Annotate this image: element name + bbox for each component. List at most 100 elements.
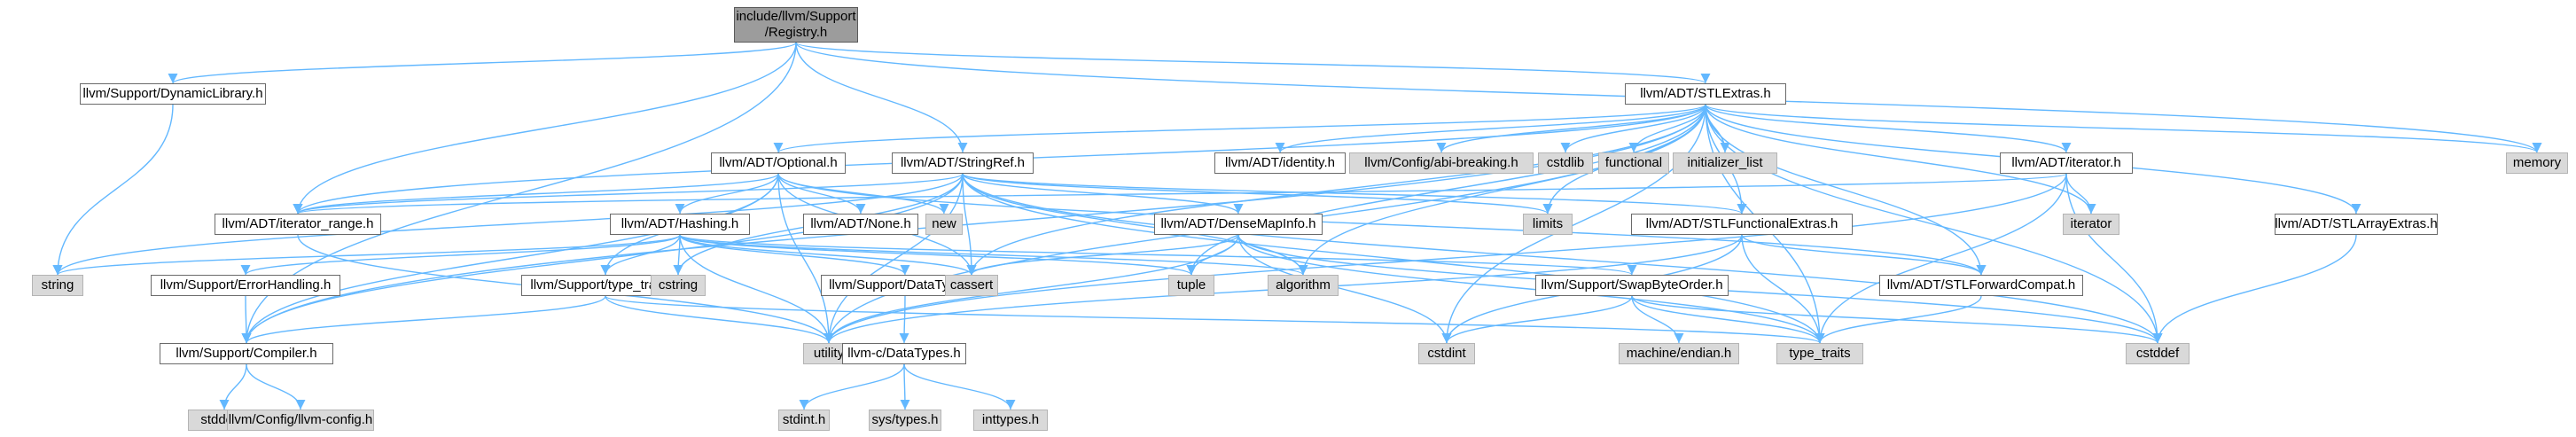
node-none[interactable]: llvm/ADT/None.h	[803, 214, 918, 235]
edge-registry-to-dynlib	[168, 42, 797, 84]
edge-dynlib-to-string	[52, 104, 174, 276]
edge-iterator_h-to-iterrange	[293, 173, 2067, 215]
edge-cdatatypes-to-systypes	[900, 363, 910, 410]
edge-hashing-to-utility	[679, 234, 834, 344]
node-stlfwd[interactable]: llvm/ADT/STLForwardCompat.h	[1879, 275, 2083, 296]
edge-iterator_h-to-typetraits	[1815, 173, 2067, 344]
node-hashing[interactable]: llvm/ADT/Hashing.h	[610, 214, 750, 235]
edge-stringref-to-limits	[962, 173, 1553, 215]
edge-hashing-to-cassert	[679, 234, 977, 276]
edge-iterator_h-to-utility	[824, 173, 2067, 344]
edge-stringref-to-densemapinfo	[962, 173, 1244, 215]
node-new[interactable]: new	[925, 214, 963, 235]
edge-datatypes-to-cdatatypes	[899, 295, 909, 344]
edge-typetraits_h-to-typetraits	[605, 295, 1825, 344]
node-stdint[interactable]: stdint.h	[778, 410, 830, 431]
edge-densemapinfo-to-typetraits	[1237, 234, 1825, 344]
edge-cdatatypes-to-stdint	[799, 363, 905, 410]
node-initlist[interactable]: initializer_list	[1673, 152, 1777, 174]
edge-stlarray-to-cstddef	[2152, 234, 2357, 344]
node-dynlib[interactable]: llvm/Support/DynamicLibrary.h	[80, 83, 266, 105]
node-typetraits[interactable]: type_traits	[1776, 343, 1863, 364]
edge-stlfunc-to-stlfwd	[1741, 234, 1987, 276]
edge-stlextras-to-iterator	[1705, 104, 2096, 215]
edge-stlextras-to-cstddef	[1705, 104, 2163, 344]
node-registry[interactable]: include/llvm/Support /Registry.h	[734, 7, 858, 43]
node-identity[interactable]: llvm/ADT/identity.h	[1214, 152, 1346, 174]
node-tuple[interactable]: tuple	[1168, 275, 1214, 296]
edge-optional-to-new	[777, 173, 949, 215]
node-compiler[interactable]: llvm/Support/Compiler.h	[160, 343, 333, 364]
edge-stringref-to-compiler	[241, 173, 964, 344]
edge-registry-to-stlextras	[795, 42, 1711, 84]
node-cassert[interactable]: cassert	[945, 275, 998, 296]
edge-densemapinfo-to-utility	[824, 234, 1239, 344]
node-abibreaking[interactable]: llvm/Config/abi-breaking.h	[1349, 152, 1534, 174]
node-cstdlib[interactable]: cstdlib	[1538, 152, 1593, 174]
edge-hashing-to-datatypes	[679, 234, 910, 276]
edge-hashing-to-swapbyte	[679, 234, 1637, 276]
edge-stlextras-to-memory	[1705, 104, 2542, 153]
edge-stringref-to-stlfunc	[962, 173, 1747, 215]
node-cstring[interactable]: cstring	[651, 275, 706, 296]
edge-compiler-to-llvmconfig	[246, 363, 306, 410]
edge-stringref-to-cassert	[962, 173, 977, 276]
edge-compiler-to-stddef	[219, 363, 247, 410]
node-densemapinfo[interactable]: llvm/ADT/DenseMapInfo.h	[1154, 214, 1323, 235]
edge-registry-to-iterrange	[293, 42, 797, 215]
edge-stringref-to-algorithm	[962, 173, 1308, 276]
edge-stlfunc-to-typetraits	[1741, 234, 1825, 344]
node-iterator[interactable]: iterator	[2063, 214, 2119, 235]
edge-stlextras-to-compiler	[241, 104, 1706, 344]
node-cstdint[interactable]: cstdint	[1418, 343, 1475, 364]
node-stlextras[interactable]: llvm/ADT/STLExtras.h	[1625, 83, 1786, 105]
node-llvmconfig[interactable]: llvm/Config/llvm-config.h	[227, 410, 374, 431]
edge-stlextras-to-stlfwd	[1705, 104, 1987, 276]
edge-stlextras-to-iterator_h	[1705, 104, 2072, 153]
edge-swapbyte-to-typetraits	[1631, 295, 1825, 344]
edge-stringref-to-iterrange	[293, 173, 964, 215]
node-cdatatypes[interactable]: llvm-c/DataTypes.h	[842, 343, 966, 364]
edge-hashing-to-typetraits_h	[600, 234, 681, 276]
edge-iterator_h-to-cstddef	[2065, 173, 2163, 344]
node-cstddef[interactable]: cstddef	[2126, 343, 2190, 364]
node-iterator_h[interactable]: llvm/ADT/iterator.h	[2000, 152, 2133, 174]
node-stringref[interactable]: llvm/ADT/StringRef.h	[892, 152, 1034, 174]
edge-swapbyte-to-machendian	[1631, 295, 1684, 344]
edge-stringref-to-string	[52, 173, 964, 276]
node-memory[interactable]: memory	[2506, 152, 2568, 174]
node-systypes[interactable]: sys/types.h	[869, 410, 941, 431]
edge-cdatatypes-to-inttypes	[903, 363, 1016, 410]
node-string[interactable]: string	[32, 275, 83, 296]
edge-hashing-to-string	[52, 234, 681, 276]
edge-stlfwd-to-typetraits	[1815, 295, 1982, 344]
edge-typetraits_h-to-compiler	[241, 295, 606, 344]
node-machendian[interactable]: machine/endian.h	[1619, 343, 1739, 364]
edge-swapbyte-to-cstdint	[1441, 295, 1633, 344]
edge-optional-to-iterrange	[293, 173, 779, 215]
edge-stlextras-to-optional	[773, 104, 1706, 153]
node-stlarray[interactable]: llvm/ADT/STLArrayExtras.h	[2275, 214, 2438, 235]
edge-stlextras-to-cassert	[966, 104, 1706, 276]
edge-hashing-to-algorithm	[679, 234, 1308, 276]
edge-optional-to-none	[777, 173, 866, 215]
node-functional[interactable]: functional	[1598, 152, 1669, 174]
node-limits[interactable]: limits	[1523, 214, 1573, 235]
node-stlfunc[interactable]: llvm/ADT/STLFunctionalExtras.h	[1631, 214, 1853, 235]
node-iterrange[interactable]: llvm/ADT/iterator_range.h	[215, 214, 381, 235]
edge-stlextras-to-cstdint	[1441, 104, 1706, 344]
edge-hashing-to-errhandling	[240, 234, 681, 276]
node-inttypes[interactable]: inttypes.h	[973, 410, 1048, 431]
edge-swapbyte-to-cstddef	[1631, 295, 2163, 344]
node-optional[interactable]: llvm/ADT/Optional.h	[711, 152, 846, 174]
edge-stlextras-to-identity	[1275, 104, 1706, 153]
edge-typetraits_h-to-utility	[605, 295, 834, 344]
edge-optional-to-stlfwd	[777, 173, 1987, 276]
node-errhandling[interactable]: llvm/Support/ErrorHandling.h	[151, 275, 340, 296]
edge-optional-to-utility	[777, 173, 834, 344]
node-swapbyte[interactable]: llvm/Support/SwapByteOrder.h	[1535, 275, 1729, 296]
edge-stlextras-to-cstdlib	[1560, 104, 1706, 153]
node-algorithm[interactable]: algorithm	[1268, 275, 1339, 296]
